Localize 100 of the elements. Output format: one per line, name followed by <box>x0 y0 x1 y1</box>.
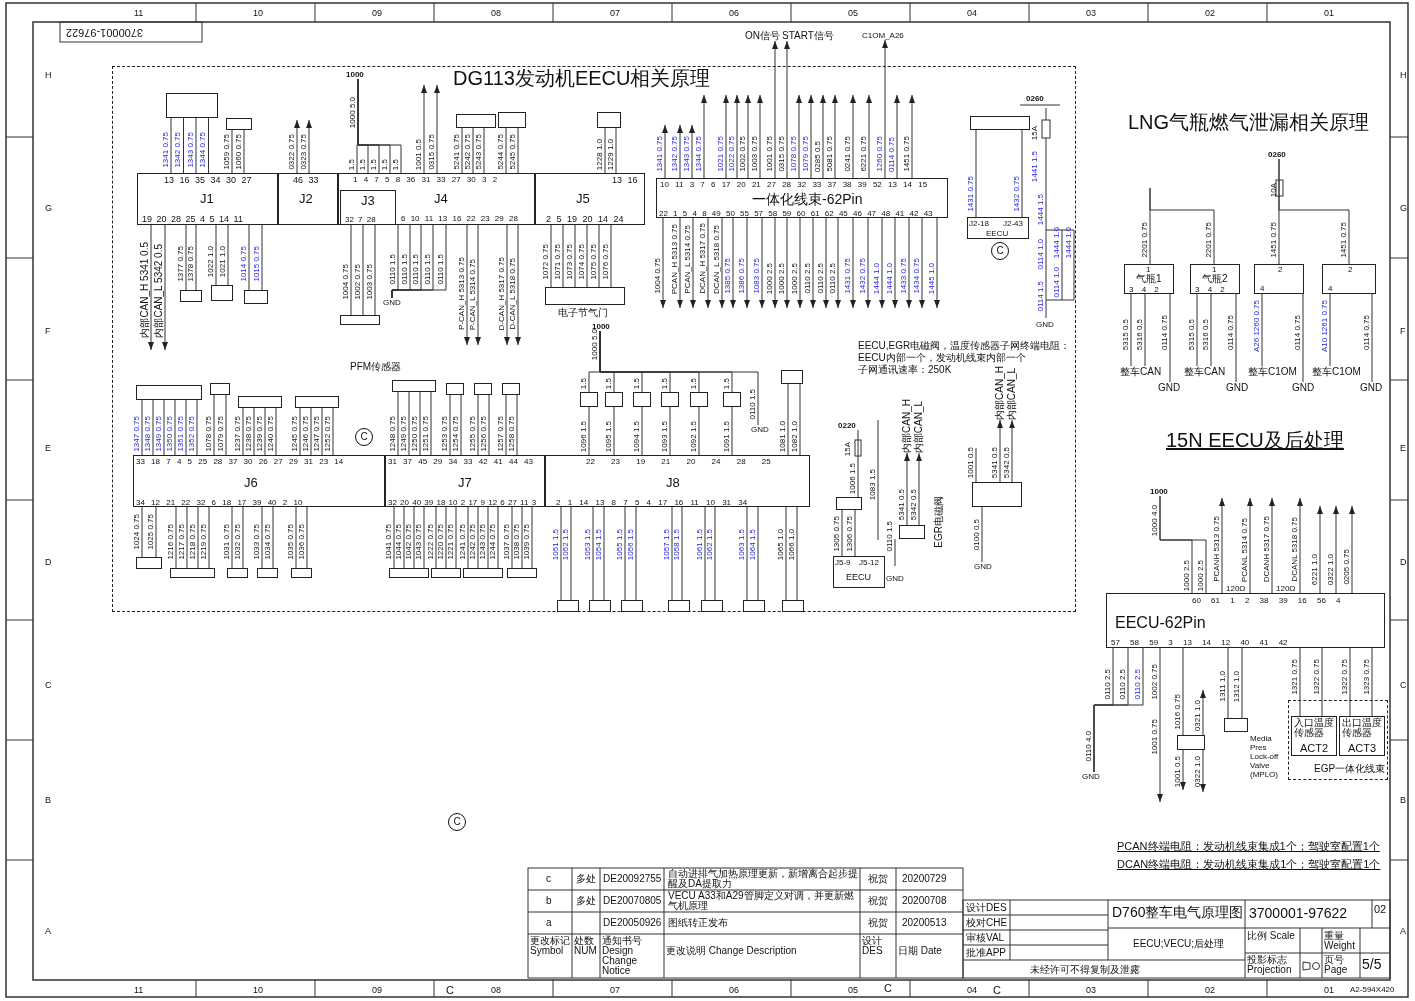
wire-label: 1237 0.75 <box>233 416 242 452</box>
wire <box>592 506 594 601</box>
sensor-symbol <box>474 383 492 395</box>
wire <box>550 224 552 288</box>
grid-label: 08 <box>491 8 501 18</box>
wire <box>669 406 671 456</box>
table-header: 设计DES <box>966 902 1007 913</box>
connector-block <box>385 455 545 507</box>
wire <box>488 394 490 456</box>
table-header: 批准APP <box>966 947 1006 958</box>
wire <box>141 399 143 456</box>
table-text: c <box>546 873 551 884</box>
wire-label: 0110 1.5 <box>423 254 432 285</box>
grid-label: 09 <box>372 8 382 18</box>
wire-label: 1002 0.75 <box>738 136 747 172</box>
drawing-title: D760整车电气原理图 <box>1112 905 1244 920</box>
wire-label: 1015 0.75 <box>252 246 261 282</box>
table-text: 图纸转正发布 <box>668 917 728 928</box>
grid-label: B <box>1400 795 1406 805</box>
wire <box>231 129 233 174</box>
ground-label: GND <box>1226 382 1249 393</box>
wire-arrow <box>148 224 154 351</box>
wire-arrow <box>823 217 829 309</box>
wire-label: 1057 1.5 <box>662 529 671 561</box>
wire-arrow <box>730 217 736 309</box>
wire <box>430 391 432 456</box>
wire <box>1299 647 1301 717</box>
wire-label: 1256 0.75 <box>479 416 488 452</box>
wire <box>215 224 217 286</box>
wire-label: 5243 0.75 <box>474 134 483 170</box>
wire-label: P-CAN_H 5313 0.75 <box>457 257 466 330</box>
wire-label: 0110 2.5 <box>1103 669 1112 700</box>
wire <box>1144 293 1146 367</box>
wire-arrow <box>810 217 816 309</box>
wire-label: 5315 0.5 <box>1121 319 1130 351</box>
relay-symbol <box>1177 735 1205 750</box>
signal-label: 内部CAN_H <box>902 399 912 453</box>
wire-label: 1000 2.5 <box>777 263 786 295</box>
wire-label: 0100 0.5 <box>972 519 981 551</box>
wire <box>195 224 197 291</box>
wire-arrow <box>421 84 427 174</box>
wire-label: 1072 0.75 <box>541 244 550 280</box>
signal-label: START信号 <box>782 30 834 41</box>
wire <box>477 394 479 456</box>
resistor-label: 120Ω <box>1276 584 1296 593</box>
wire-arrow <box>894 94 900 179</box>
pin-numbers: 3 4 2 <box>1195 285 1225 294</box>
pin-numbers: 1 4 7 5 8 36 31 33 27 30 3 2 <box>353 175 498 184</box>
wire-label: 1323 0.75 <box>1362 659 1371 695</box>
component-label: 电子节气门 <box>558 307 608 318</box>
wire-label: 0114 0.75 <box>1226 315 1235 350</box>
wire-label: 1351 0.75 <box>176 416 185 452</box>
wire-label: 1038 0.75 <box>512 524 521 560</box>
wire-label: 1441 1.5 <box>1030 151 1039 183</box>
wire-label: 0110 1.5 <box>748 389 757 420</box>
wire-arrow <box>784 40 790 179</box>
wire-label: 1341 0.75 <box>655 136 664 172</box>
connector-label: J1 <box>200 192 214 206</box>
wire <box>511 506 513 569</box>
wire-label: 1082 1.0 <box>790 421 799 453</box>
wire-label: 0315 0.75 <box>777 136 786 172</box>
wire-label: 1248 0.75 <box>388 416 397 452</box>
sensor-symbol <box>389 568 429 578</box>
pin-numbers: 22 23 19 21 20 24 28 25 <box>586 457 771 466</box>
wire-arrow <box>865 217 871 309</box>
connector-block <box>340 190 396 225</box>
wire <box>1169 293 1171 383</box>
wire-label: 1216 0.75 <box>166 524 175 560</box>
wire <box>174 399 176 456</box>
wire-label: 5245 0.75 <box>508 134 517 170</box>
wire-arrow <box>701 94 707 179</box>
wire-label: 5081 0.75 <box>825 136 834 172</box>
wire <box>641 406 643 456</box>
grid-label: E <box>1400 443 1406 453</box>
wire <box>295 506 297 569</box>
pin-numbers: 33 18 7 4 5 25 28 37 30 26 27 29 31 23 14 <box>136 457 344 466</box>
component-label: EGR电磁阀 <box>933 496 944 548</box>
wire-label: 0110 2.5 <box>1118 669 1127 700</box>
component-label: 出口温度传感器 <box>1342 718 1383 738</box>
wire-label: 1001 0.75 <box>1150 719 1159 755</box>
grid-label: 07 <box>610 985 620 995</box>
relay-symbol <box>633 392 651 407</box>
wire-arrow <box>850 217 856 309</box>
wire-label: 1016 0.75 <box>1173 694 1182 730</box>
grid-label: 07 <box>610 8 620 18</box>
sensor-symbol <box>295 396 339 408</box>
pin-numbers: 22 1 5 4 8 49 50 55 57 58 59 60 61 62 45 46 47 48 41 42 43 <box>659 209 933 218</box>
fuse-label: 15A <box>843 442 852 457</box>
wire <box>185 224 187 291</box>
valve-symbol <box>1224 718 1248 732</box>
sensor-symbol <box>431 568 461 578</box>
supply-label: 0260 <box>1268 150 1286 159</box>
wire-label: 1006 1.5 <box>848 463 857 495</box>
harness-connector <box>656 178 948 218</box>
wire-label: 1065 1.0 <box>776 529 785 561</box>
resistor-label: 120Ω <box>1226 584 1246 593</box>
ecu-connector <box>967 217 1029 239</box>
wire <box>175 506 177 569</box>
wire-arrow <box>677 124 683 179</box>
wire-label: 1349 0.75 <box>154 416 163 452</box>
